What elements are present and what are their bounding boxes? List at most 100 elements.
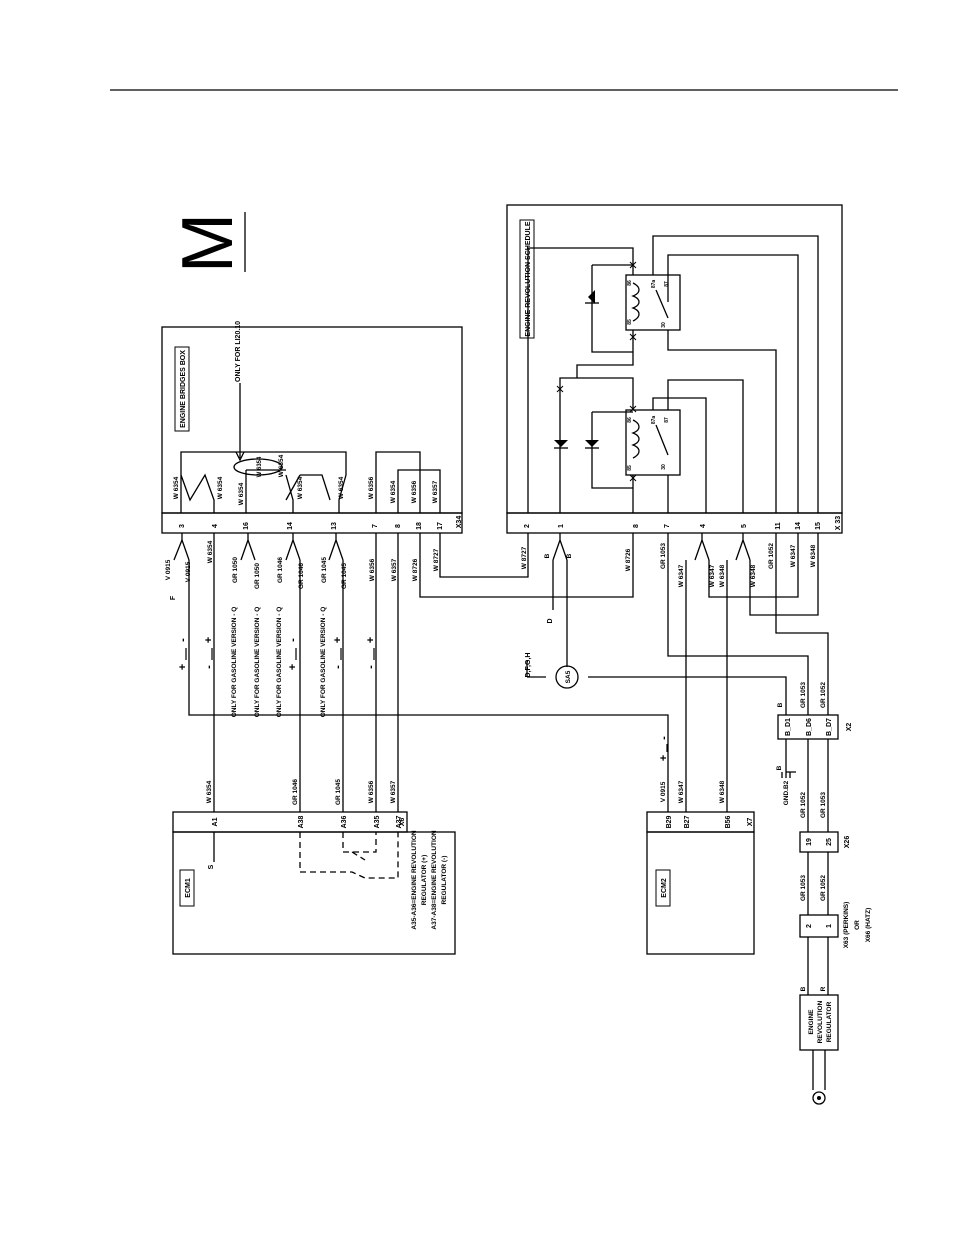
ecm2: ECM2 X7 B29 B27 B56 V 0915 W 6347 W 6348 — [646, 780, 755, 955]
polarity-arrow: + — [332, 637, 344, 643]
ring-label: W 6354 — [257, 456, 263, 477]
bridge-wire-label: W 6356 — [411, 480, 418, 503]
polarity-arrow: - — [287, 638, 299, 642]
relay-pin: 30 — [661, 464, 667, 470]
ecm1-connector: X6 — [399, 818, 406, 827]
ecm1-legend: REGULATOR (-) — [441, 856, 448, 905]
polarity-arrow: - — [365, 665, 377, 669]
x63-name: X63 (PERKINS) — [843, 902, 850, 949]
x33-pin: 4 — [700, 524, 707, 528]
ecm1: ECM1 X6 A1 A38 A36 A35 A37 W 6354 GR 104… — [172, 779, 456, 955]
ground-wire-label: B — [776, 765, 783, 770]
ref-letter-dfgh: D,F,G,H — [525, 653, 532, 678]
ecm1-pin: A38 — [298, 815, 305, 828]
gasoline-note: ONLY FOR GASOLINE VERSION - Q — [254, 607, 261, 718]
wire-label: W 8727 — [521, 546, 528, 569]
engine-revolution-schedule: ENGINE REVOLUTION SCHEDULE X 33 2 1 8 7 … — [506, 204, 843, 534]
x26-name: X26 — [844, 836, 851, 849]
relay-pin: 86 — [627, 417, 633, 423]
ecm1-legend: A35-A36=ENGINE REVOLUTION — [411, 830, 418, 929]
ecm1-wire-label: GR 1046 — [292, 779, 299, 805]
wire-label: W 6357 — [391, 558, 398, 581]
ecm1-pin: A35 — [374, 815, 381, 828]
x2-wire-label: GR 1053 — [800, 682, 807, 708]
x33-connector-label: X 33 — [835, 516, 842, 531]
diode — [554, 440, 568, 449]
ecm1-pin: A37 — [396, 815, 403, 828]
x26-pin: 19 — [806, 838, 813, 846]
bridge-wire-label: W 6356 — [368, 476, 375, 499]
x34-pin: 16 — [243, 522, 250, 530]
wire-label: W 6348 — [810, 544, 817, 567]
wire-label: V 0915 — [165, 559, 172, 580]
ref-letter-s: S — [208, 864, 215, 869]
x34-pin: 18 — [416, 522, 423, 530]
wire-label: W 6347 — [678, 564, 685, 587]
polarity-arrow: + — [203, 637, 215, 643]
x2-pin: B_D6 — [806, 718, 813, 736]
bridges-box-title: ENGINE BRIDGES BOX — [180, 350, 187, 428]
wire-label: GR 1045 — [321, 557, 328, 583]
wire-label: V 0915 — [185, 561, 192, 582]
x33-pin: 8 — [633, 524, 640, 528]
section-letter: M — [168, 213, 248, 273]
polarity-arrow: + — [365, 637, 377, 643]
relay-pin: 85 — [627, 465, 633, 471]
ecm1-wire-label: W 6354 — [206, 780, 213, 803]
wire-label: W 8726 — [625, 548, 632, 571]
x34-pin: 17 — [437, 522, 444, 530]
x34-pin: 13 — [331, 522, 338, 530]
regulator-wire-label: R — [820, 986, 827, 991]
x63-pin: 1 — [826, 924, 833, 928]
x34-pin: 4 — [212, 524, 219, 528]
li20-note: ONLY FOR LI20.10 — [235, 321, 242, 382]
x2-pin: B_D7 — [826, 718, 833, 736]
connector-x2: X2 B_D1 B_D6 B_D7 B GR 1053 GR 1052 GND.… — [776, 682, 853, 832]
x33-pin: 14 — [795, 522, 802, 530]
ecm1-pin: A1 — [212, 817, 219, 826]
x33-pin: 15 — [815, 522, 822, 530]
x33-pin: 1 — [558, 524, 565, 528]
wire-label: W 6348 — [750, 564, 757, 587]
bridge-wire-label: W 6354 — [338, 476, 345, 499]
gasoline-note: ONLY FOR GASOLINE VERSION - Q — [276, 607, 283, 718]
splice-sa5: SA5 — [555, 665, 579, 689]
regulator-label: REVOLUTION — [817, 1000, 824, 1043]
bridge-wire-label: W 6354 — [390, 480, 397, 503]
x34-pin: 8 — [395, 524, 402, 528]
ecm2-wire-label: V 0915 — [660, 781, 667, 802]
diode — [585, 290, 599, 304]
regulator-label: REGULATOR — [826, 1001, 833, 1042]
bridge-wire-label: W 6354 — [173, 476, 180, 499]
splice-label: SA5 — [565, 670, 572, 683]
wire-label: W 6348 — [719, 564, 726, 587]
connector-x26: X26 19 25 GR 1053 GR 1052 — [799, 792, 851, 915]
bridge-wire-label: W 6354 — [297, 476, 304, 499]
wire-label: B — [544, 553, 551, 558]
harness-wires — [173, 533, 829, 812]
bridge-wire-label: W 6354 — [278, 454, 285, 477]
bridge-wire-label: W 6354 — [217, 476, 224, 499]
ecm1-wire-label: W 6357 — [390, 780, 397, 803]
x26-wire-label: GR 1053 — [820, 792, 827, 818]
x34-pin: 3 — [179, 524, 186, 528]
x34-pin: 14 — [287, 522, 294, 530]
ecm1-pin: A36 — [341, 815, 348, 828]
wire-label: W 8727 — [433, 548, 440, 571]
diode — [585, 440, 599, 449]
x2-wire-label: B — [777, 702, 784, 707]
relay-pin: 87a — [651, 280, 657, 289]
x33-pin: 11 — [775, 522, 782, 530]
wire-label: W 6356 — [369, 558, 376, 581]
x66-name: X66 (HATZ) — [865, 908, 872, 943]
gasoline-note: ONLY FOR GASOLINE VERSION - Q — [320, 607, 327, 718]
ecm2-pin: B27 — [684, 815, 691, 828]
ref-letter-d: D — [547, 618, 554, 623]
relay-pin: 85 — [627, 319, 633, 325]
ecm2-pin: B29 — [666, 815, 673, 828]
engine-bridges-box: ENGINE BRIDGES BOX X34 3 4 16 14 13 7 8 … — [161, 321, 463, 534]
ecm1-legend: REGULATOR (+) — [421, 855, 428, 906]
polarity-arrow: - — [203, 665, 215, 669]
x26-wire-label: GR 1052 — [800, 792, 807, 818]
wire-label: W 6347 — [709, 564, 716, 587]
